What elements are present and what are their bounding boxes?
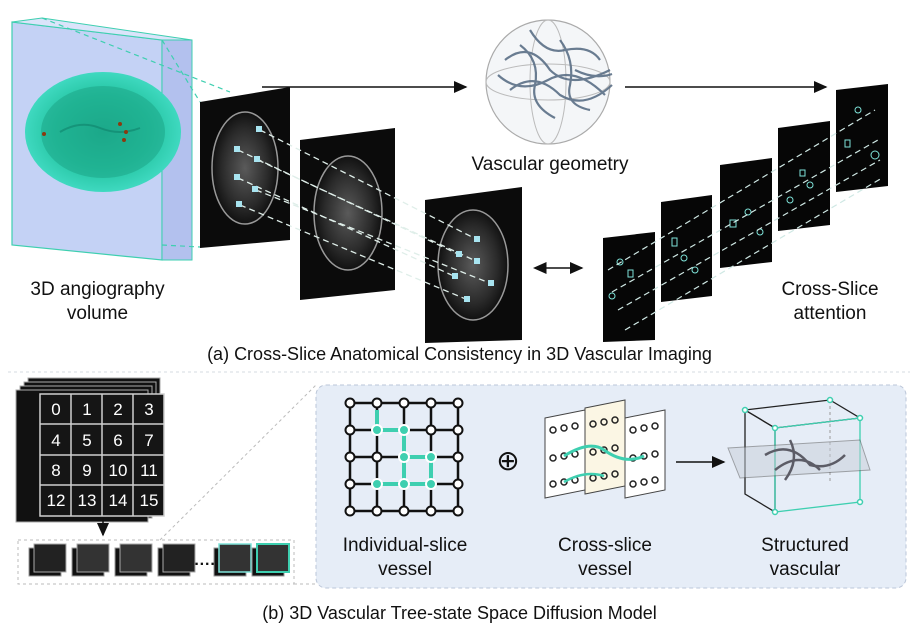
grid-number: 12 [46, 491, 66, 510]
angiography-volume [11, 17, 193, 261]
grid-number: 14 [108, 491, 128, 510]
grid-number: 13 [77, 491, 97, 510]
caption-b: (b) 3D Vascular Tree-state Space Diffusi… [262, 603, 657, 623]
caption-a: (a) Cross-Slice Anatomical Consistency i… [207, 344, 712, 364]
volume-label-line2: volume [66, 303, 129, 324]
structured-label-line2: vascular [769, 559, 841, 580]
grid-number: 4 [51, 431, 61, 450]
mri-slice-3 [425, 187, 522, 343]
attention-label-line1: Cross-Slice [781, 279, 879, 300]
grid-number: 15 [139, 491, 159, 510]
sequence-ellipsis: ···· [194, 556, 216, 573]
grid-number: 6 [113, 431, 123, 450]
attention-slices [603, 84, 888, 342]
attention-dashed-lines [607, 109, 883, 331]
plus-icon: ⊕ [496, 445, 520, 476]
individual-label-line1: Individual-slice [342, 535, 468, 556]
individual-label-line2: vessel [378, 559, 432, 580]
grid-cube-stack [15, 377, 165, 523]
structured-label: Structured vascular [735, 534, 875, 582]
slice-correspondence-lines [237, 129, 493, 301]
grid-number: 3 [144, 400, 154, 419]
grid-number: 0 [51, 400, 61, 419]
structured-label-line1: Structured [761, 535, 849, 556]
sequence-strip [17, 539, 295, 585]
attention-label: Cross-Slice attention [760, 278, 900, 326]
individual-slice-label: Individual-slice vessel [325, 534, 485, 582]
mri-slice-1 [200, 87, 290, 248]
cross-label-line1: Cross-slice [558, 535, 652, 556]
grid-number: 11 [140, 461, 158, 480]
grid-number: 8 [51, 461, 61, 480]
volume-label-line1: 3D angiography [30, 279, 165, 300]
grid-number: 10 [108, 461, 128, 480]
grid-number: 9 [82, 461, 92, 480]
structured-vascular-cube [727, 396, 871, 516]
sequence-thumbnails [28, 543, 290, 577]
attention-label-line2: attention [793, 303, 867, 324]
slice-markers [234, 126, 494, 302]
volume-label: 3D angiography volume [10, 278, 185, 326]
geometry-label: Vascular geometry [471, 154, 629, 175]
cross-slice-cards [544, 399, 666, 499]
mri-slice-2 [300, 128, 395, 300]
vascular-geometry-sphere [485, 19, 613, 145]
grid-number: 1 [82, 400, 92, 419]
individual-slice-lattice [344, 397, 464, 517]
cross-slice-label: Cross-slice vessel [530, 534, 680, 582]
grid-number: 5 [82, 431, 92, 450]
grid-number: 7 [144, 431, 154, 450]
grid-number: 2 [113, 400, 123, 419]
cross-label-line2: vessel [578, 559, 632, 580]
